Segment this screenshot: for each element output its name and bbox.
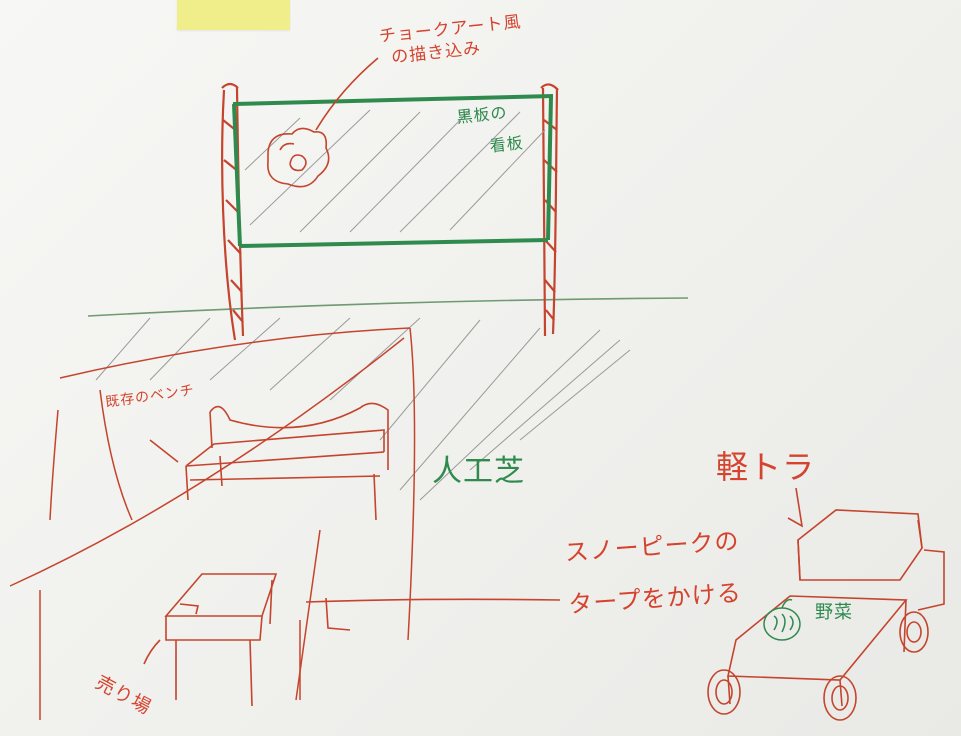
truck-sketch	[707, 487, 945, 721]
tarp-arrow	[305, 597, 561, 631]
turf-label: 人工芝	[432, 454, 525, 489]
chalk-swirl-icon	[267, 127, 330, 188]
truck-label: 軽トラ	[716, 448, 816, 486]
sign-board-text: 黒板の 看板	[455, 95, 525, 165]
bench-sketch	[149, 402, 389, 521]
annotation-leader-line	[315, 57, 379, 131]
sign-board-frame	[232, 94, 554, 248]
sign-board-text-line2: 看板	[488, 133, 525, 156]
stall-table-sketch	[143, 573, 278, 707]
board-hatching	[244, 109, 546, 233]
turf-hatching	[95, 317, 631, 501]
vegetable-icon	[763, 598, 801, 641]
blackboard-sign	[221, 57, 559, 341]
vegetable-label: 野菜	[815, 602, 853, 623]
tarp-outline	[9, 327, 416, 720]
tarp-annotation: スノーピークの タープをかける	[563, 515, 745, 631]
sticky-note	[177, 0, 290, 30]
ground-horizon-line	[87, 297, 689, 317]
